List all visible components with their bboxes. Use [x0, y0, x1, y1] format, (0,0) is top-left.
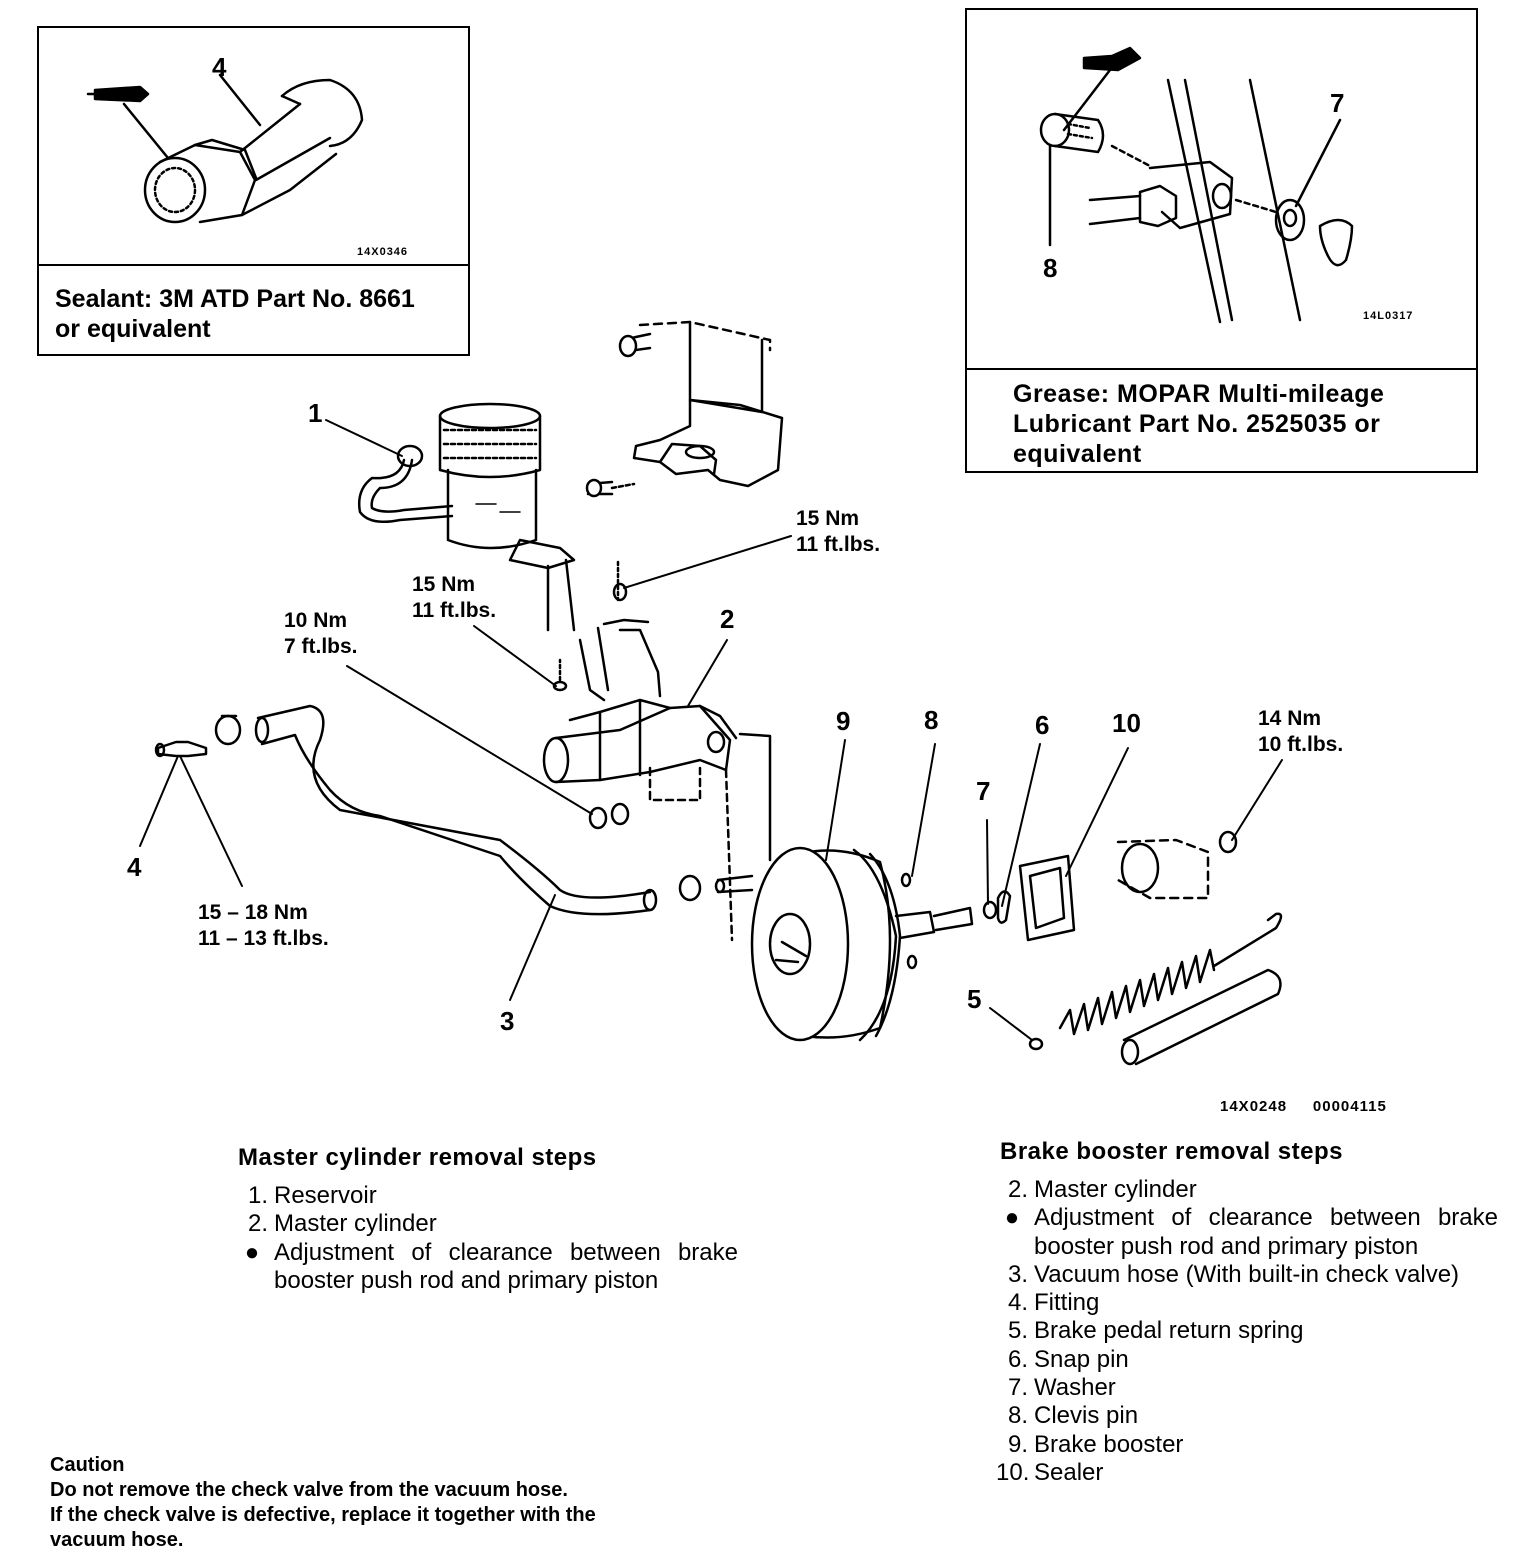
torque-fitting: 15 – 18 Nm 11 – 13 ft.lbs. [198, 901, 329, 950]
fitting-detail-icon [86, 73, 364, 224]
reservoir-icon [358, 402, 576, 632]
brake-booster-icon [750, 846, 998, 1042]
reservoir-bracket-icon [585, 320, 784, 498]
inset-divider [967, 368, 1476, 370]
callout-6-snap-pin: 6 [1035, 710, 1050, 740]
torque-reservoir-bolt: 15 Nm 11 ft.lbs. [796, 507, 881, 556]
inset-callout-4: 4 [212, 52, 227, 82]
list-item: 3.Vacuum hose (With built-in check valve… [1007, 1260, 1460, 1288]
caution-line: vacuum hose. [50, 1529, 184, 1551]
callout-5-return-spring: 5 [967, 984, 982, 1014]
grease-note: Grease: MOPAR Multi-mileage Lubricant Pa… [1013, 380, 1385, 468]
list-item: 8.Clevis pin [1007, 1402, 1139, 1430]
figure-codes: 14X0248 00004115 [1220, 1098, 1387, 1115]
leader-lines [139, 419, 1283, 1041]
sealant-inset: 14X0346 Sealant: 3M ATD Part No. 8661 or… [37, 26, 470, 356]
callout-8-clevis-pin: 8 [924, 705, 939, 735]
torque-brake-line: 15 Nm 11 ft.lbs. [412, 573, 497, 622]
callout-3-vacuum-hose: 3 [500, 1006, 515, 1036]
inset-figure-code: 14X0346 [357, 246, 409, 258]
list-item: 7.Washer [1007, 1374, 1116, 1402]
inset-callout-8: 8 [1043, 253, 1058, 283]
list-item: 4.Fitting [1007, 1289, 1100, 1317]
master-steps-title: Master cylinder removal steps [238, 1144, 597, 1171]
booster-steps-list: 2.Master cylinder ●Adjustment of clearan… [996, 1176, 1498, 1487]
booster-bracket-icon [1116, 830, 1238, 900]
callout-4-fitting: 4 [127, 852, 142, 882]
caution-title: Caution [50, 1454, 125, 1476]
list-item: 5.Brake pedal return spring [1007, 1317, 1304, 1345]
fitting-icon [154, 714, 242, 758]
booster-steps-title: Brake booster removal steps [1000, 1138, 1343, 1165]
sealant-note: Sealant: 3M ATD Part No. 8661 or equival… [55, 285, 415, 343]
caution-note: Caution Do not remove the check valve fr… [50, 1453, 750, 1553]
torque-master-nut: 10 Nm 7 ft.lbs. [284, 609, 358, 658]
list-item: 9.Brake booster [1007, 1430, 1184, 1458]
caution-line: Do not remove the check valve from the v… [50, 1479, 568, 1501]
list-item: 10.Sealer [996, 1458, 1104, 1486]
sealer-icon [1018, 854, 1076, 942]
list-item: 1.Reservoir [247, 1182, 377, 1209]
list-item: 6.Snap pin [1007, 1345, 1129, 1373]
callout-2-master-cylinder: 2 [720, 604, 735, 634]
torque-booster-nut: 14 Nm 10 ft.lbs. [1258, 707, 1344, 756]
caution-line: If the check valve is defective, replace… [50, 1504, 596, 1526]
master-steps-list: 1.Reservoir 2.Master cylinder ●Adjustmen… [236, 1182, 738, 1295]
clevis-detail-icon [1039, 46, 1354, 324]
list-item: 2.Master cylinder [1007, 1176, 1197, 1203]
inset-callout-7: 7 [1330, 88, 1345, 118]
callout-1-reservoir: 1 [308, 398, 323, 428]
inset-divider [39, 264, 468, 266]
list-item: 2.Master cylinder [247, 1210, 437, 1238]
list-item: ●Adjustment of clearance between brake b… [244, 1238, 738, 1294]
list-item: ●Adjustment of clearance between brake b… [1004, 1204, 1498, 1260]
callout-10-sealer: 10 [1112, 708, 1141, 738]
callout-7-washer: 7 [976, 776, 991, 806]
callout-9-brake-booster: 9 [836, 706, 851, 736]
vacuum-hose-icon [254, 704, 754, 916]
return-spring-icon [1028, 912, 1283, 1066]
snap-pin-icon [996, 890, 1012, 924]
inset-figure-code: 14L0317 [1363, 310, 1414, 322]
master-cylinder-icon [542, 560, 772, 942]
